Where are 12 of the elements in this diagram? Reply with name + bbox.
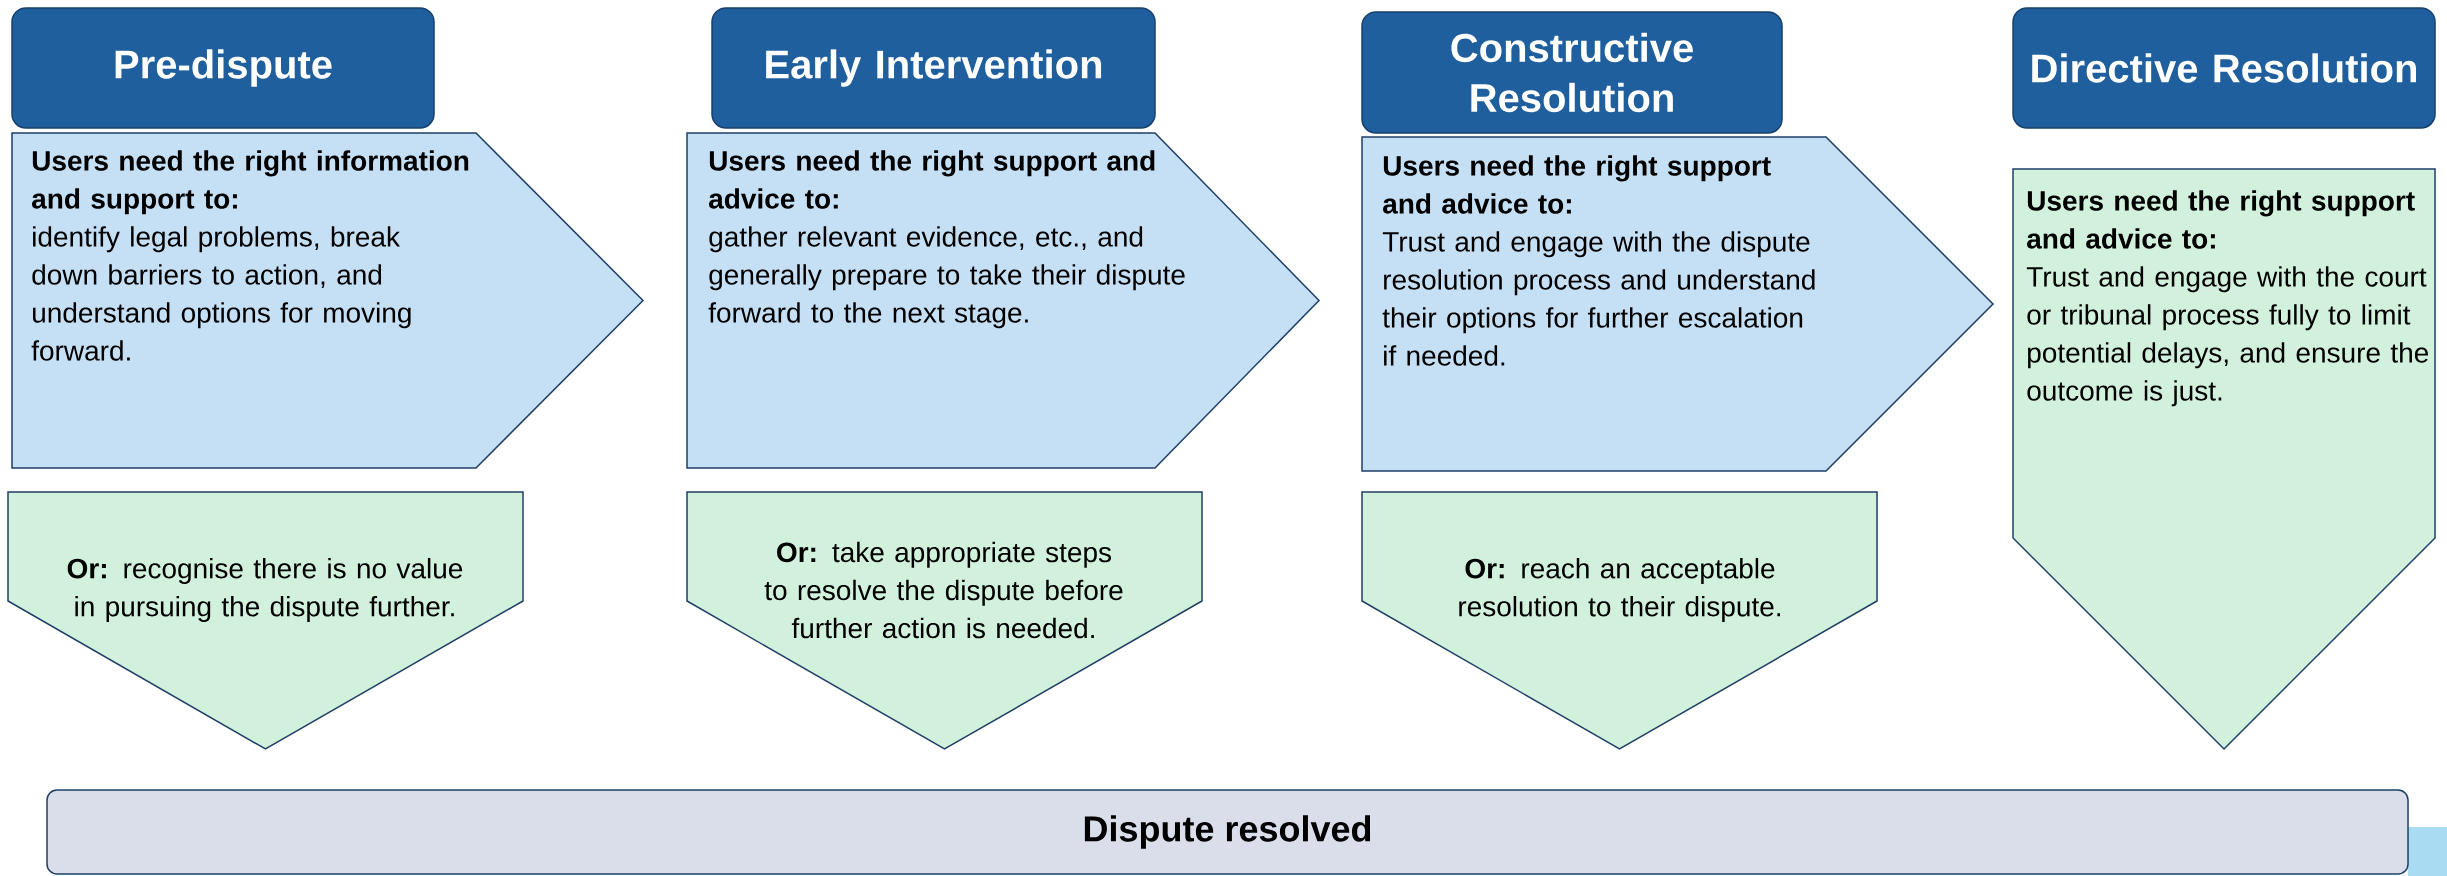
down-arrow-panel: Or: recognise there is no value in pursuing the dispute further. [7, 491, 524, 750]
down-arrow-panel: Or: reach an acceptable resolution to their dispute. [1361, 491, 1878, 750]
down-arrow-panel: Users need the right support and advice to: Trust and engage with the court or tribunal process fully to limit potential delays, and ensure the outcome is just. [2012, 168, 2436, 751]
stage-header: Constructive Resolution [1361, 11, 1783, 134]
arrow-panel: Users need the right support and advice to: gather relevant evidence, etc., and generally prepare to take their dispute forward to the next stage. [686, 132, 1321, 469]
arrow-panel: Users need the right information and support to: identify legal problems, break down barriers to action, and understand options for moving forward. [11, 132, 645, 469]
stage-header: Directive Resolution [2012, 7, 2436, 129]
arrow-panel: Users need the right support and advice to: Trust and engage with the dispute resolution process and understand their options for further escalation if needed. [1361, 136, 1995, 472]
outcome-bar: Dispute resolved [46, 789, 2409, 875]
stage-header: Pre-dispute [11, 7, 435, 129]
stage-header: Early Intervention [711, 7, 1156, 129]
down-arrow-panel: Or: take appropriate steps to resolve the dispute before further action is needed. [686, 491, 1203, 750]
